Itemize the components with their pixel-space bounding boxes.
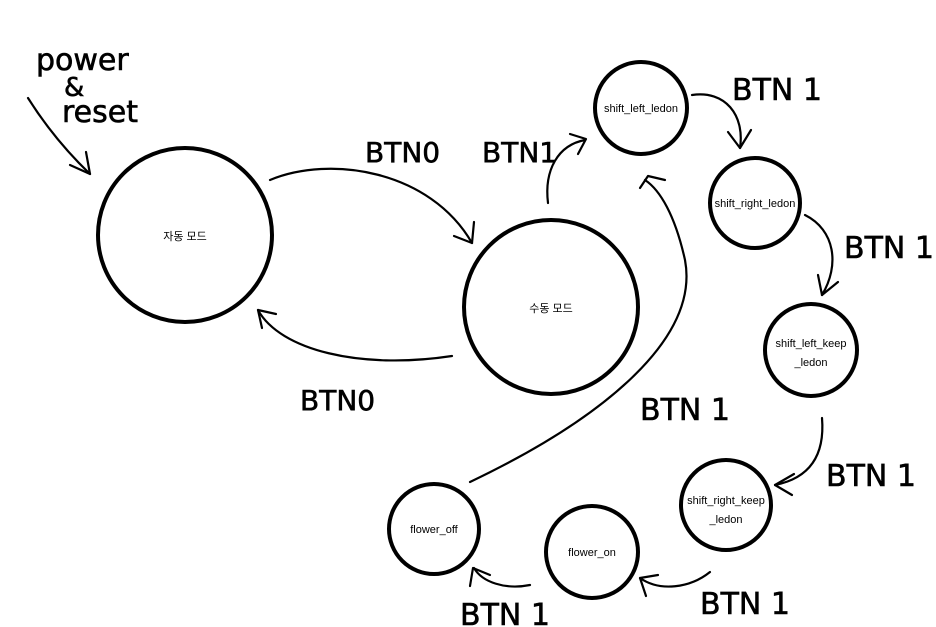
state-label: flower_off: [410, 524, 458, 536]
state-manual-mode: 수동 모드: [462, 218, 640, 396]
transition-label: BTN 1: [732, 73, 822, 108]
transition-shift-left-to-shift-right: BTN 1: [690, 73, 822, 150]
arrow: [773, 416, 824, 487]
arrowhead-icon: [638, 573, 660, 598]
arrowhead-icon: [726, 128, 753, 150]
arrowhead-icon: [773, 472, 796, 497]
state-shift-left-ledon: shift_left_ledon: [593, 60, 689, 156]
transition-label: BTN0: [365, 136, 440, 169]
arrowhead-icon: [452, 220, 476, 245]
transition-right-keep-to-flower-on: BTN 1: [638, 570, 790, 622]
state-label-line1: shift_left_keep: [776, 338, 847, 350]
state-label-line2: _ledon: [708, 514, 742, 526]
transition-shift-right-to-left-keep: BTN 1: [803, 213, 934, 297]
transition-label: BTN1: [482, 136, 557, 169]
state-auto-mode: 자동 모드: [96, 146, 274, 324]
start-label-ampersand: &: [64, 73, 84, 103]
start-label-reset: reset: [62, 95, 138, 130]
start-arrow: [26, 96, 92, 176]
transition-auto-to-manual: BTN0: [268, 136, 476, 245]
arrow: [803, 213, 834, 297]
transition-manual-to-auto: BTN0: [256, 308, 454, 417]
start-label-power: power: [36, 43, 129, 78]
arrowhead-icon: [568, 132, 588, 156]
arrow: [256, 308, 454, 362]
state-flower-on: flower_on: [544, 504, 640, 600]
transition-flower-on-to-flower-off: BTN 1: [460, 566, 550, 627]
state-label: shift_left_ledon: [604, 103, 678, 115]
arrow: [638, 570, 712, 588]
arrow: [690, 93, 742, 150]
state-flower-off: flower_off: [387, 482, 481, 576]
transition-manual-to-shift-left: BTN1: [482, 132, 588, 205]
start-arrowhead-icon: [68, 150, 92, 176]
transition-label: BTN 1: [826, 459, 916, 494]
arrowhead-icon: [638, 174, 667, 190]
state-shift-left-keep-ledon: shift_left_keep _ledon: [763, 302, 859, 398]
transition-label: BTN 1: [700, 587, 790, 622]
arrowhead-icon: [468, 566, 492, 588]
transition-label: BTN0: [300, 384, 375, 417]
state-label: 수동 모드: [529, 302, 573, 315]
arrow: [472, 566, 532, 588]
arrowhead-icon: [256, 308, 278, 330]
state-label: shift_right_ledon: [715, 198, 796, 210]
state-shift-right-keep-ledon: shift_right_keep _ledon: [679, 458, 773, 552]
arrowhead-icon: [816, 273, 840, 297]
arrow: [468, 178, 688, 484]
arrow: [268, 167, 474, 245]
state-label: 자동 모드: [163, 230, 207, 243]
arrow: [546, 138, 587, 205]
start-annotation: power & reset: [26, 43, 139, 176]
state-label-line2: _ledon: [793, 357, 827, 369]
state-label-line1: shift_right_keep: [687, 495, 765, 507]
transition-left-keep-to-right-keep: BTN 1: [773, 416, 916, 497]
transition-label: BTN 1: [844, 231, 934, 266]
transition-label: BTN 1: [640, 393, 730, 428]
state-label: flower_on: [568, 547, 616, 559]
transition-flower-off-to-shift-left: BTN 1: [468, 174, 730, 484]
transition-label: BTN 1: [460, 598, 550, 627]
state-shift-right-ledon: shift_right_ledon: [708, 156, 802, 250]
